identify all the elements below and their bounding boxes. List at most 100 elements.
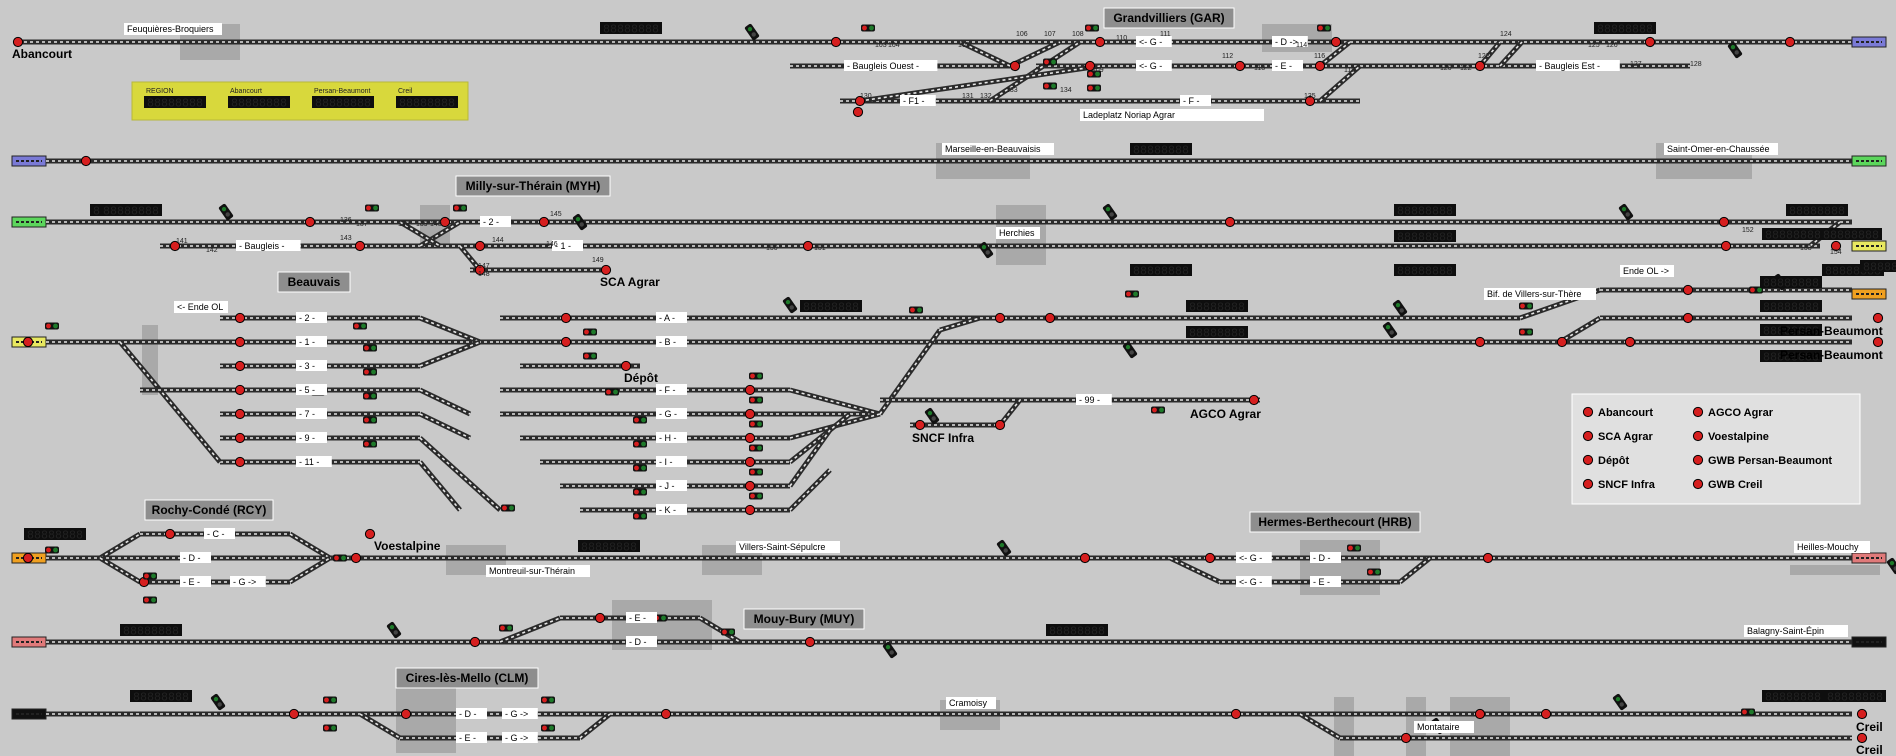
panel-display[interactable] [144,96,206,108]
shunt-signal[interactable] [633,488,647,496]
shunt-signal[interactable] [605,388,619,396]
signal-light[interactable] [560,312,572,324]
signal-light[interactable] [1644,36,1656,48]
signal-light[interactable] [802,240,814,252]
signal-light[interactable] [1474,60,1486,72]
signal-light[interactable] [1784,36,1796,48]
shunt-signal[interactable] [583,352,597,360]
lamp-signal-icon[interactable] [1886,557,1896,575]
lamp-signal-icon[interactable] [882,641,898,659]
shunt-signal[interactable] [749,444,763,452]
shunt-signal[interactable] [749,420,763,428]
shunt-signal[interactable] [633,416,647,424]
signal-light[interactable] [1330,36,1342,48]
shunt-signal[interactable] [1043,58,1057,66]
panel-display[interactable] [312,96,374,108]
shunt-signal[interactable] [749,468,763,476]
signal-light[interactable] [660,708,672,720]
shunt-signal[interactable] [1741,708,1755,716]
shunt-signal[interactable] [323,696,337,704]
lamp-signal-icon[interactable] [782,296,798,314]
signal-light[interactable] [1224,216,1236,228]
shunt-signal[interactable] [453,204,467,212]
signal-light[interactable] [1872,336,1884,348]
signal-light[interactable] [1304,95,1316,107]
lamp-signal-icon[interactable] [1612,693,1628,711]
signal-light[interactable] [914,419,926,431]
shunt-signal[interactable] [363,440,377,448]
shunt-signal[interactable] [363,416,377,424]
signal-light[interactable] [744,384,756,396]
signal-light[interactable] [1682,312,1694,324]
shunt-signal[interactable] [583,328,597,336]
signal-light[interactable] [1474,336,1486,348]
signal-light[interactable] [852,106,864,118]
signal-light[interactable] [1474,708,1486,720]
shunt-signal[interactable] [1347,544,1361,552]
lamp-signal-icon[interactable] [218,203,234,221]
signal-light[interactable] [744,456,756,468]
signal-light[interactable] [744,480,756,492]
signal-light[interactable] [1009,60,1021,72]
signal-light[interactable] [744,432,756,444]
signal-light[interactable] [1044,312,1056,324]
shunt-signal[interactable] [45,546,59,554]
signal-light[interactable] [80,155,92,167]
signal-light[interactable] [1830,240,1842,252]
signal-light[interactable] [744,504,756,516]
signal-light[interactable] [439,216,451,228]
signal-light[interactable] [1314,60,1326,72]
signal-light[interactable] [304,216,316,228]
signal-light[interactable] [474,240,486,252]
panel-display[interactable] [228,96,290,108]
lamp-signal-icon[interactable] [1102,203,1118,221]
signal-light[interactable] [994,312,1006,324]
signal-light[interactable] [22,552,34,564]
shunt-signal[interactable] [749,396,763,404]
signal-light[interactable] [1204,552,1216,564]
signal-light[interactable] [1400,732,1412,744]
signal-light[interactable] [400,708,412,720]
shunt-signal[interactable] [1085,24,1099,32]
signal-light[interactable] [994,419,1006,431]
signal-light[interactable] [169,240,181,252]
shunt-signal[interactable] [45,322,59,330]
signal-light[interactable] [474,264,486,276]
signal-light[interactable] [354,240,366,252]
lamp-signal-icon[interactable] [210,693,226,711]
lamp-signal-icon[interactable] [1122,341,1138,359]
signal-light[interactable] [22,336,34,348]
shunt-signal[interactable] [721,628,735,636]
shunt-signal[interactable] [501,504,515,512]
shunt-signal[interactable] [1367,568,1381,576]
shunt-signal[interactable] [1317,24,1331,32]
lamp-signal-icon[interactable] [924,407,940,425]
lamp-signal-icon[interactable] [996,539,1012,557]
lamp-signal-icon[interactable] [744,23,760,41]
signal-light[interactable] [12,36,24,48]
signal-light[interactable] [1482,552,1494,564]
signal-light[interactable] [234,432,246,444]
signal-light[interactable] [620,360,632,372]
shunt-signal[interactable] [363,392,377,400]
signal-light[interactable] [744,408,756,420]
signal-light[interactable] [804,636,816,648]
shunt-signal[interactable] [1087,84,1101,92]
shunt-signal[interactable] [1749,286,1763,294]
signal-light[interactable] [288,708,300,720]
shunt-signal[interactable] [143,572,157,580]
signal-light[interactable] [1856,708,1868,720]
shunt-signal[interactable] [909,306,923,314]
shunt-signal[interactable] [143,596,157,604]
shunt-signal[interactable] [749,492,763,500]
signal-light[interactable] [600,264,612,276]
signal-light[interactable] [1248,394,1260,406]
shunt-signal[interactable] [541,696,555,704]
signal-light[interactable] [1720,240,1732,252]
shunt-signal[interactable] [1043,82,1057,90]
shunt-signal[interactable] [1519,302,1533,310]
shunt-signal[interactable] [363,344,377,352]
lamp-signal-icon[interactable] [1382,321,1398,339]
shunt-signal[interactable] [541,724,555,732]
shunt-signal[interactable] [363,368,377,376]
